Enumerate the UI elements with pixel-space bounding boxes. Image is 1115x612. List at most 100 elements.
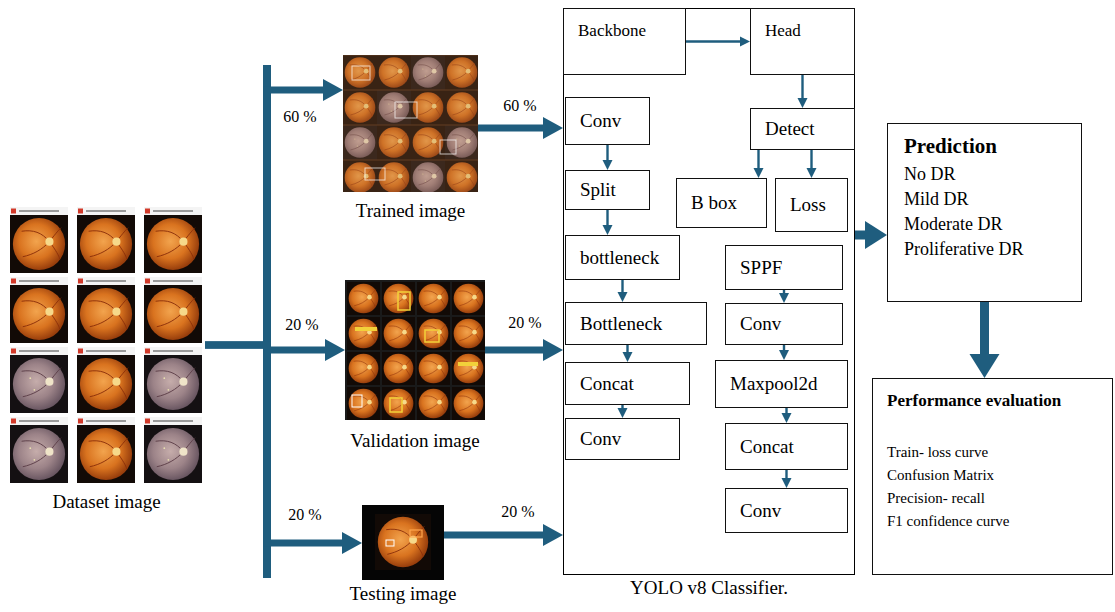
arrow-shaft: [444, 532, 549, 539]
flow-arrow: [807, 150, 817, 178]
edge-label: 20 %: [283, 316, 320, 334]
flow-arrow: [970, 302, 1000, 378]
illustration-part: [417, 387, 450, 420]
flow-arrow: [779, 345, 789, 360]
arrow-shaft: [980, 302, 989, 361]
image-panel: Dataset image: [8, 205, 205, 513]
box-label: B box: [691, 192, 737, 214]
box-label: Conv: [740, 500, 781, 522]
flow-arrow: [618, 280, 628, 302]
arrow-head: [782, 478, 792, 488]
list-item: Moderate DR: [904, 212, 1002, 237]
illustration-part: [144, 417, 202, 483]
illustration-part: [77, 277, 135, 343]
validation-grid: [345, 280, 485, 420]
box-label: Conv: [580, 428, 621, 450]
arrow-head: [807, 168, 817, 178]
arrow-shaft: [686, 40, 743, 42]
list-item: F1 confidence curve: [887, 510, 1009, 533]
arrow-head: [603, 225, 613, 235]
edge-label: 60 %: [281, 108, 318, 126]
layer-box: Conv: [725, 488, 848, 533]
illustration-part: [343, 55, 478, 192]
flow-arrow: [618, 405, 628, 418]
image-area: [415, 280, 416, 430]
layer-box: bottleneck: [565, 235, 680, 280]
illustration-part: [417, 352, 450, 385]
layer-box: Maxpool2d: [715, 360, 848, 408]
illustration-part: [343, 55, 478, 192]
edge-label: 20 %: [499, 503, 536, 521]
flow-arrow: [855, 221, 887, 249]
illustration-part: [77, 417, 135, 483]
arrow-shaft: [205, 90, 329, 345]
arrow-head: [754, 168, 764, 178]
result-box: PredictionNo DRMild DRModerate DRProlife…: [887, 123, 1082, 302]
illustration-part: [425, 330, 439, 342]
arrow-head: [603, 160, 613, 170]
model-frame: YOLO v8 Classifier.BackboneHeadDetectB b…: [563, 8, 855, 575]
illustration-part: [365, 168, 385, 180]
layer-box: Conv: [725, 303, 843, 345]
illustration-part: [144, 277, 202, 343]
image-panel: Trained image: [343, 55, 478, 222]
flow-arrow: [623, 345, 633, 362]
list-item: Mild DR: [904, 187, 969, 212]
arrow-shaft: [810, 150, 812, 171]
arrow-head: [970, 354, 1000, 378]
training-mosaic: [343, 55, 478, 192]
list-item: Proliferative DR: [904, 237, 1023, 262]
layer-box: Concat: [565, 362, 690, 405]
flow-arrow: [478, 117, 563, 139]
box-label: Conv: [580, 110, 621, 132]
testing-picture: [362, 505, 444, 580]
illustration-part: [347, 282, 380, 315]
box-heading: Prediction: [904, 134, 997, 158]
arrow-shaft: [205, 345, 348, 543]
arrow-head: [543, 117, 563, 139]
arrow-head: [782, 413, 792, 423]
illustration-part: [77, 347, 135, 413]
illustration-part: [458, 362, 478, 366]
list-item: Confusion Matrix: [887, 464, 994, 487]
layer-box: Detect: [750, 108, 855, 150]
illustration-part: [347, 352, 380, 385]
illustration-part: [386, 540, 394, 546]
illustration-part: [382, 282, 415, 315]
box-label: Split: [580, 179, 616, 201]
flow-arrow: [782, 470, 792, 488]
illustration-part: [382, 317, 415, 350]
layer-box: Conv: [565, 418, 680, 460]
flow-arrow: [779, 290, 789, 303]
arrow-head: [323, 79, 343, 101]
arrow-head: [543, 339, 563, 361]
image-area: [106, 205, 107, 491]
illustration-part: [10, 207, 68, 273]
image-panel: Testing image: [362, 505, 444, 605]
box-label: Loss: [790, 194, 826, 216]
flow-arrow: [205, 79, 343, 345]
illustration-part: [382, 352, 415, 385]
illustration-part: [395, 102, 417, 118]
illustration-part: [10, 277, 68, 343]
section-box: Backbone: [563, 8, 686, 75]
illustration-part: [375, 514, 431, 570]
box-label: Backbone: [578, 21, 646, 41]
illustration-part: [452, 352, 485, 385]
flow-arrow: [603, 145, 613, 170]
list-item: Precision- recall: [887, 487, 985, 510]
arrow-head: [623, 352, 633, 362]
illustration-part: [347, 387, 380, 420]
arrow-head: [618, 292, 628, 302]
layer-box: Bottleneck: [565, 302, 707, 345]
illustration-part: [355, 327, 377, 331]
illustration-part: [382, 387, 415, 420]
box-label: Head: [765, 21, 801, 41]
illustration-part: [352, 395, 362, 407]
flow-arrow: [798, 75, 808, 108]
layer-box: Split: [565, 170, 650, 210]
layer-box: Conv: [565, 97, 650, 145]
list-item: Train- loss curve: [887, 441, 988, 464]
